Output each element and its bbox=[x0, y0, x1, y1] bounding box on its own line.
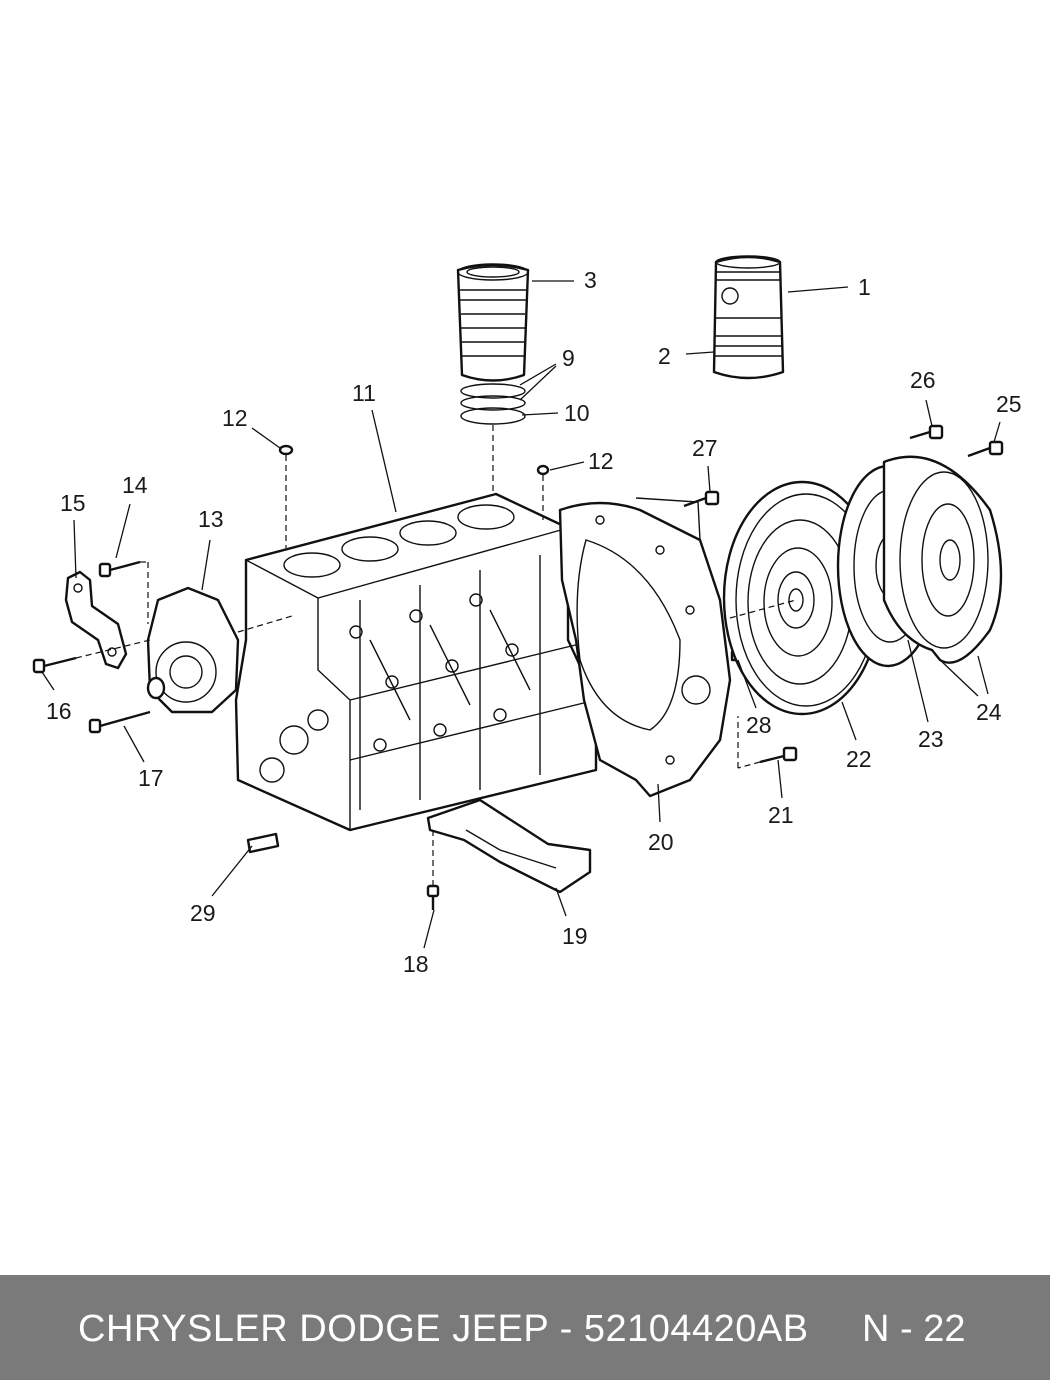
bolt-18 bbox=[426, 832, 440, 910]
bolt-25 bbox=[967, 440, 1004, 458]
callout-21: 21 bbox=[768, 802, 794, 828]
parts-diagram: 1 2 3 9 10 11 12 12 13 14 15 16 17 18 19… bbox=[32, 255, 1022, 977]
callout-15: 15 bbox=[60, 490, 86, 516]
callout-17: 17 bbox=[138, 765, 164, 791]
callout-24: 24 bbox=[976, 699, 1002, 725]
plug-left bbox=[278, 444, 294, 548]
piston bbox=[712, 255, 785, 380]
bolt-26 bbox=[909, 424, 944, 440]
callout-28: 28 bbox=[746, 712, 772, 738]
plug-right bbox=[536, 464, 550, 520]
callout-29: 29 bbox=[190, 900, 216, 926]
callout-10: 10 bbox=[564, 400, 590, 426]
bolt-21 bbox=[737, 716, 798, 769]
bolt-17 bbox=[88, 710, 151, 734]
bolt-14 bbox=[98, 560, 149, 624]
dowel-29 bbox=[246, 832, 280, 854]
callout-26: 26 bbox=[910, 367, 936, 393]
footer-bar: CHRYSLER DODGE JEEP - 52104420AB N - 22 bbox=[0, 1275, 1050, 1380]
cylinder-liner bbox=[456, 263, 530, 382]
callout-14: 14 bbox=[122, 472, 148, 498]
callout-3: 3 bbox=[584, 267, 597, 293]
callout-1: 1 bbox=[858, 274, 871, 300]
callout-22: 22 bbox=[846, 746, 872, 772]
callout-25: 25 bbox=[996, 391, 1022, 417]
callout-11: 11 bbox=[352, 380, 376, 406]
callout-19: 19 bbox=[562, 923, 588, 949]
support-bracket bbox=[426, 798, 592, 894]
callout-18: 18 bbox=[403, 951, 429, 977]
leader-lines bbox=[41, 280, 1001, 949]
bolt-16 bbox=[32, 639, 151, 674]
callout-12-left: 12 bbox=[222, 405, 248, 431]
water-pump bbox=[146, 586, 293, 714]
bolt-27 bbox=[683, 490, 720, 508]
engine-block bbox=[234, 492, 598, 832]
callout-2: 2 bbox=[658, 343, 671, 369]
footer-title: CHRYSLER DODGE JEEP - 52104420AB bbox=[78, 1308, 809, 1350]
callout-23: 23 bbox=[918, 726, 944, 752]
callout-12-right: 12 bbox=[588, 448, 614, 474]
footer-page-number: N - 22 bbox=[862, 1308, 966, 1350]
callout-20: 20 bbox=[648, 829, 674, 855]
callout-13: 13 bbox=[198, 506, 224, 532]
callout-27: 27 bbox=[692, 435, 718, 461]
pressure-plate bbox=[882, 455, 1003, 664]
callout-9: 9 bbox=[562, 345, 575, 371]
bracket bbox=[64, 570, 128, 670]
callout-16: 16 bbox=[46, 698, 72, 724]
